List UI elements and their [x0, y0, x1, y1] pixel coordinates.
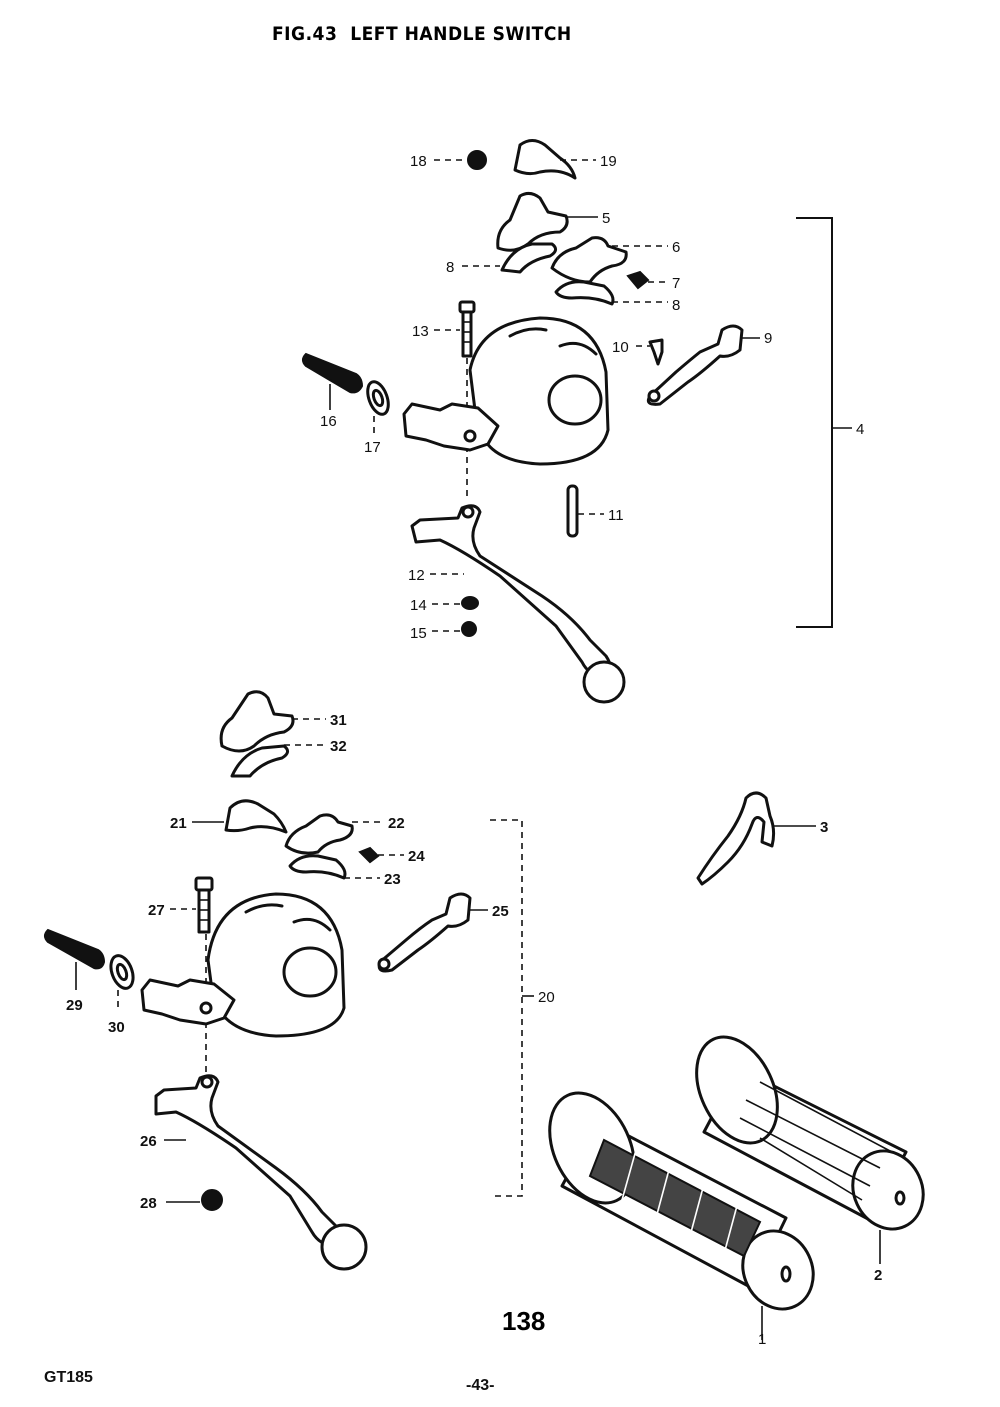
callout-15: 15 — [410, 625, 427, 642]
part-17-icon — [366, 380, 390, 416]
callout-5: 5 — [602, 210, 610, 227]
callout-22: 22 — [388, 815, 405, 832]
part-9-icon — [646, 324, 744, 406]
part-18-icon — [467, 150, 487, 170]
part-15-icon — [461, 621, 477, 637]
callout-9: 9 — [764, 330, 772, 347]
callout-30: 30 — [108, 1019, 125, 1036]
part-13-icon — [458, 300, 476, 358]
callout-24: 24 — [408, 848, 425, 865]
part-7-icon — [626, 270, 650, 290]
part-8b-icon — [554, 280, 615, 306]
part-5-icon — [496, 191, 569, 252]
callout-21: 21 — [170, 815, 187, 832]
callout-20: 20 — [538, 989, 555, 1006]
callout-27: 27 — [148, 902, 165, 919]
callout-28: 28 — [140, 1195, 157, 1212]
part-26-lever-icon — [154, 1074, 368, 1271]
callout-29: 29 — [66, 997, 83, 1014]
callout-12: 12 — [408, 567, 425, 584]
part-12-lever-icon — [410, 504, 626, 704]
callout-11: 11 — [608, 507, 624, 524]
callout-3: 3 — [820, 819, 828, 836]
part-31-icon — [219, 690, 295, 753]
callout-32: 32 — [330, 738, 347, 755]
part-25-icon — [377, 892, 472, 973]
page-number: 138 — [502, 1306, 545, 1336]
part-1-grip-icon — [548, 1091, 815, 1311]
callout-31: 31 — [330, 712, 347, 729]
switch-housing-upper-icon — [402, 316, 610, 466]
part-29-icon — [44, 928, 106, 970]
callout-26: 26 — [140, 1133, 157, 1150]
callout-8b: 8 — [672, 297, 680, 314]
page-footer: -43- — [466, 1377, 494, 1394]
part-10-icon — [648, 338, 664, 366]
part-24-icon — [358, 846, 380, 864]
callout-8a: 8 — [446, 259, 454, 276]
callout-7: 7 — [672, 275, 680, 292]
figure-title: FIG.43 LEFT HANDLE SWITCH — [272, 23, 572, 45]
part-11-icon — [566, 484, 579, 538]
part-21-icon — [224, 799, 288, 834]
part-19-icon — [513, 139, 577, 180]
callout-labels: 1 2 3 4 5 6 7 8 8 9 10 11 12 13 14 15 16… — [66, 153, 882, 1348]
callout-13: 13 — [412, 323, 429, 340]
callout-1: 1 — [758, 1331, 766, 1348]
part-23-icon — [288, 854, 347, 880]
part-22-icon — [284, 813, 354, 855]
callout-19: 19 — [600, 153, 617, 170]
callout-10: 10 — [612, 339, 629, 356]
callout-6: 6 — [672, 239, 680, 256]
callout-18: 18 — [410, 153, 427, 170]
callout-23: 23 — [384, 871, 401, 888]
part-3-icon — [696, 791, 776, 886]
model-code: GT185 — [44, 1369, 93, 1386]
part-30-icon — [109, 954, 135, 990]
callout-14: 14 — [410, 597, 427, 614]
bracket-assembly-4 — [796, 217, 833, 628]
part-32-icon — [230, 744, 289, 778]
callout-17: 17 — [364, 439, 381, 456]
part-6-icon — [550, 236, 628, 284]
callout-2: 2 — [874, 1267, 882, 1284]
switch-housing-lower-icon — [140, 892, 346, 1038]
part-14-icon — [461, 596, 479, 610]
part-16-icon — [302, 352, 364, 394]
callout-25: 25 — [492, 903, 509, 920]
part-27-icon — [194, 876, 214, 934]
bracket-assembly-20 — [490, 819, 523, 1197]
part-2-grip-icon — [695, 1035, 925, 1231]
part-8a-icon — [500, 242, 557, 274]
part-28-icon — [201, 1189, 223, 1211]
callout-4: 4 — [856, 421, 864, 438]
callout-16: 16 — [320, 413, 337, 430]
